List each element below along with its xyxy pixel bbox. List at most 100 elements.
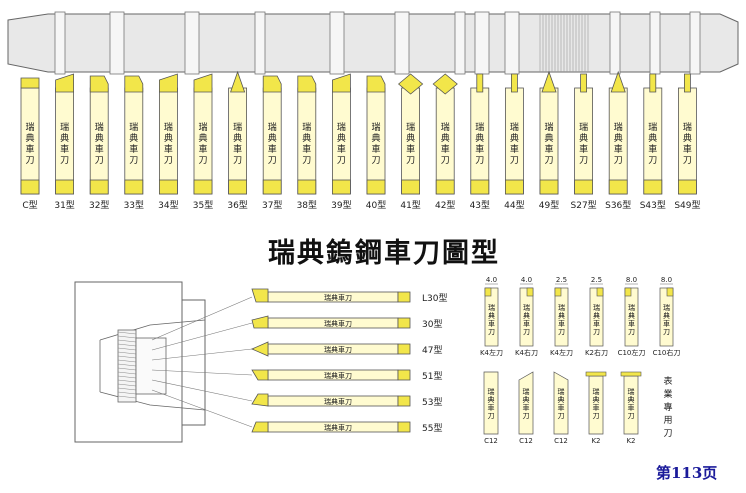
tool-engraving-char: 瑞 (614, 121, 623, 133)
tool-engraving-char: 瑞 (129, 121, 138, 133)
tool-body (589, 287, 604, 347)
tool-engraving-char: 瑞 (60, 121, 69, 133)
pointer-line (151, 389, 253, 428)
tool-engraving-char: 典 (558, 395, 565, 404)
tool-engraving-char: 瑞 (663, 303, 670, 312)
tool-engraving-char: 典 (628, 395, 635, 404)
tool-engraving-char: 刀 (648, 156, 657, 166)
tool-engraving-char: 瑞 (371, 121, 380, 133)
thread-line (117, 363, 137, 367)
tool-engraving-char: 典 (302, 132, 311, 144)
tool-engraving-char: 瑞 (593, 303, 600, 312)
tool-engraving-char: 典 (523, 311, 530, 320)
tool-engraving-char: 刀 (663, 328, 670, 336)
tool-dimension: 4.0 (486, 276, 497, 284)
tool-type-label: C10左刀 (618, 348, 646, 357)
tool-type-label: S36型 (605, 200, 631, 211)
tool-type-label: 30型 (422, 319, 442, 330)
tool-tip (55, 73, 74, 93)
tool-bottom-band (228, 179, 248, 195)
tool-engraving-char: 瑞 (628, 387, 635, 396)
tool-tip (251, 288, 269, 303)
tool-type-label: 49型 (539, 200, 559, 211)
thread-line (117, 355, 137, 359)
tool-engraving-char: 刀 (233, 156, 242, 166)
tool-engraving-char: 刀 (558, 412, 565, 420)
tool-engraving-char: 典 (648, 132, 657, 144)
tool-engraving-char: 車 (164, 143, 173, 155)
tool-type-label: 37型 (262, 200, 282, 211)
tool-tip (620, 371, 642, 377)
tool-body (553, 371, 569, 435)
tool-bottom-band (401, 179, 421, 195)
tool-dimension: 2.5 (591, 276, 602, 284)
tool-engraving-char: 典 (510, 132, 519, 144)
tool-dimension: 8.0 (626, 276, 637, 284)
tool-type-label: 31型 (54, 200, 74, 211)
tool-engraving-char: 刀 (25, 156, 34, 166)
tool-bottom-band (262, 179, 282, 195)
tool-engraving-char: 車 (60, 143, 69, 155)
tool-engraving-char: 車 (337, 143, 346, 155)
tool-engraving-char: 刀 (337, 156, 346, 166)
tool-engraving-char: 瑞 (544, 121, 553, 133)
tool-bottom-band (397, 421, 411, 433)
shaft-ring (504, 11, 520, 75)
tool-body (518, 371, 534, 435)
tool-type-label: 40型 (366, 200, 386, 211)
thread-line (117, 383, 137, 387)
tool-bottom-band (574, 179, 593, 195)
tool-type-label: 35型 (193, 200, 213, 211)
tool-type-label: 38型 (297, 200, 317, 211)
tool-body (484, 287, 499, 347)
shaft-ring (689, 11, 701, 75)
tool-type-label: 34型 (158, 200, 178, 211)
tool-engraving-char: 刀 (558, 328, 565, 336)
tool-engraving-char: 典 (198, 132, 207, 144)
tool-engraving-char: 車 (579, 143, 588, 155)
tool-engraving-char: 典 (25, 132, 34, 144)
tool-engraving-char: 典 (544, 132, 553, 144)
tool-tip (262, 75, 282, 93)
small-tool-row-upper: 4.0瑞典車刀K4左刀4.0瑞典車刀K4右刀2.5瑞典車刀K4左刀2.5瑞典車刀… (480, 276, 680, 357)
tool-type-label: K2 (626, 437, 635, 445)
tool-engraving-char: 刀 (371, 156, 380, 166)
tool-type-label: C型 (22, 200, 37, 211)
page-title: 瑞典鎢鋼車刀圖型 (268, 237, 500, 269)
tool-engraving-char: 典 (558, 311, 565, 320)
tool-engraving-char: 車 (558, 319, 565, 328)
tool-engraving-char: 典 (683, 132, 692, 144)
tool-engraving-char: 瑞 (475, 121, 484, 133)
tool-bottom-band (158, 179, 178, 195)
tool-engraving-char: 典 (95, 132, 104, 144)
tool-engraving-char: 車 (198, 143, 207, 155)
tool-engraving-char: 瑞 (510, 121, 519, 133)
tool-engraving-char: 刀 (164, 156, 173, 166)
tool-type-label: C12 (554, 437, 568, 445)
tool-bottom-band (397, 291, 411, 303)
tool-type-label: L30型 (422, 293, 447, 304)
tool-engraving-char: 典 (129, 132, 138, 144)
shaft-ring (184, 11, 200, 75)
tool-engraving-char: 瑞 (406, 121, 415, 133)
shaft-ring (454, 11, 466, 75)
tool-type-label: 33型 (124, 200, 144, 211)
tool-engraving-char: 車 (683, 143, 692, 155)
tool-dimension: 2.5 (556, 276, 567, 284)
tool-type-label: K4左刀 (550, 348, 573, 357)
tool-bottom-band (366, 179, 386, 195)
tool-engraving-char: 典 (441, 132, 450, 144)
tool-body (624, 287, 639, 347)
